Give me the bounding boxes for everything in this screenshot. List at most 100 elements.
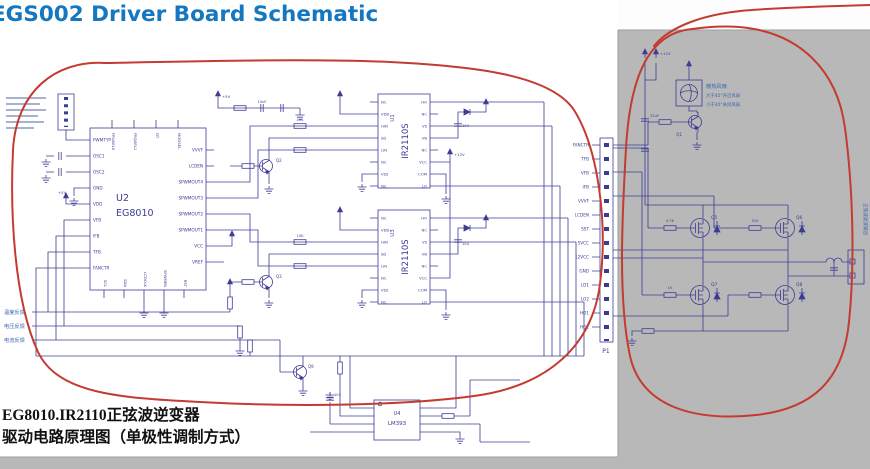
part-value: 510: [752, 219, 760, 223]
chips.eg8010.top_pins-2: DT: [155, 133, 160, 139]
chips.ir2110_a.left_pins-7: NC: [381, 184, 387, 189]
chips.ir2110_b.right_pins-4: NC: [422, 264, 428, 269]
chips.eg8010.top_pins-3: MODSEL: [177, 133, 182, 150]
chips.eg8010.bottom_pins-2: LCDCLK: [143, 272, 148, 287]
feedback_labels-1: 电压反馈: [4, 322, 25, 330]
chips.ir2110_a.left_pins-0: NC: [381, 100, 387, 105]
eg8010-right-pin-labels: VVVFLCDENSPWMOUT4SPWMOUT3SPWMOUT2SPWMOUT…: [178, 148, 203, 265]
transistor-ref: Q9: [308, 364, 314, 369]
chips.ir2110_b.left_pins-5: NC: [381, 276, 387, 281]
chips.eg8010.left_pins-4: VDD: [93, 202, 102, 207]
chips.ir2110_b.left_pins-7: NC: [381, 300, 387, 305]
chips.eg8010.left_pins-6: IFB: [93, 234, 100, 239]
chips.ir2110_b.right_pins-1: NC: [422, 228, 428, 233]
chips.ir2110_b.left_pins-6: VSS: [381, 288, 389, 293]
chips.ir2110_a.right_pins-2: VS: [422, 124, 428, 129]
left-area-wires: [32, 100, 301, 356]
mosfet-ref: Q5: [711, 215, 718, 221]
chips.eg8010.left_pins-2: OSC2: [93, 170, 105, 175]
chips.ir2110_a.right_pins-1: NC: [422, 112, 428, 117]
chips.eg8010.right_pins-0: VVVF: [192, 148, 204, 153]
ir2110-b-part: IR2110S: [401, 239, 411, 274]
chips.ir2110_b.right_pins-7: LO: [422, 300, 427, 305]
connector_p1.pins-7: 5VCC: [578, 241, 589, 246]
part-value: 4.7K: [666, 219, 675, 223]
red-annotations: [11, 4, 870, 418]
connector_p1.pins-13: HO2: [580, 325, 589, 330]
eg8010-chip-body: [89, 127, 207, 291]
connector_p1.pins-1: TFB: [580, 157, 589, 162]
ir2110-a-part: IR2110S: [401, 123, 411, 158]
connector-p1-body: [599, 137, 614, 343]
power-label-5v: +5V: [222, 94, 231, 99]
chips.eg8010.bottom_pins-1: SDA: [123, 279, 128, 287]
chips.ir2110_a.left_pins-5: NC: [381, 160, 387, 165]
connector_p1.pins-0: FANCTR: [573, 143, 590, 148]
chips.eg8010.top_pins-0: FRQSEL0: [111, 133, 116, 151]
mosfet-ref: Q7: [711, 282, 718, 288]
fan-note-1: 散热风扇: [706, 82, 727, 90]
connector_p1.pins-8: 12VCC: [575, 255, 589, 260]
chips.ir2110_b.left_pins-3: SD: [381, 252, 386, 257]
chips.eg8010.right_pins-5: SPWMOUT1: [178, 228, 203, 233]
chips.ir2110_b.left_pins-2: HIN: [381, 240, 388, 245]
feedback_labels-2: 电流反馈: [4, 336, 25, 344]
chips.eg8010.bottom_pins-4: RST: [183, 280, 188, 288]
settings-note-lines: [6, 97, 46, 129]
chips.eg8010.right_pins-4: SPWMOUT2: [178, 212, 203, 217]
connector-p1-pin-labels: FANCTRTFBVFBIFBVVVFLCDENSST5VCC12VCCGNDL…: [573, 143, 590, 330]
connector_p1.pins-9: GND: [579, 269, 589, 274]
part-value: 103: [334, 393, 341, 397]
chips.ir2110_a.left_pins-4: LIN: [381, 148, 387, 153]
chips.ir2110_a.right_pins-6: COM: [418, 172, 427, 177]
part-value: 104: [462, 124, 470, 128]
power-label-12v: +12V: [660, 51, 671, 56]
chips.ir2110_b.right_pins-2: VS: [422, 240, 428, 245]
chips.ir2110_b.right_pins-5: VCC: [419, 276, 427, 281]
chips.eg8010.left_pins-3: GND: [93, 186, 103, 191]
transistor-ref: Q1: [676, 132, 682, 137]
transistor-ref: Q2: [276, 158, 282, 163]
part-value: 1K: [668, 286, 673, 290]
lm393-body: [373, 399, 421, 441]
part-value: 10K: [297, 234, 305, 238]
connector_p1.pins-4: VVVF: [578, 199, 590, 204]
chips.eg8010.bottom_pins-3: SPWMEN: [163, 270, 168, 287]
chips.ir2110_b.left_pins-1: VDD: [381, 228, 390, 233]
right-board-wires: [613, 60, 850, 336]
paper-top-strip: [618, 0, 870, 30]
red-loop-right: [621, 25, 854, 418]
connector_p1.pins-2: VFB: [581, 171, 589, 176]
chips.eg8010.top_pins-1: FRQSEL1: [133, 133, 138, 151]
connector_p1.pins-5: LCDEN: [575, 213, 589, 218]
chips.eg8010.right_pins-7: VREF: [192, 260, 203, 265]
connector_p1.pins-11: LO2: [581, 297, 589, 302]
eg8010-top-pin-labels: FRQSEL0 FRQSEL1 DT MODSEL: [111, 133, 182, 151]
lm393-part: LM393: [388, 421, 407, 427]
transistor-ref: Q3: [276, 274, 282, 279]
lm393-ref: U4: [394, 411, 401, 417]
chips.eg8010.left_pins-1: OSC1: [93, 154, 105, 159]
footer-line-2: 驱动电路原理图（单极性调制方式）: [2, 427, 250, 446]
part-value: 22uF: [650, 114, 659, 118]
chips.eg8010.right_pins-2: SPWMOUT4: [178, 180, 203, 185]
chips.ir2110_b.right_pins-0: HO: [421, 216, 427, 221]
paper-sheet: [0, 0, 618, 457]
output-label: 正弦波滤波输出: [862, 203, 869, 236]
eg8010-part: EG8010: [116, 208, 154, 219]
chips.eg8010.left_pins-5: VFB: [93, 218, 101, 223]
chips.eg8010.right_pins-3: SPWMOUT3: [178, 196, 203, 201]
chips.eg8010.left_pins-7: TFB: [92, 250, 101, 255]
red-loop-left: [11, 59, 604, 406]
power-label-12v: +12V: [454, 152, 465, 157]
chips.ir2110_a.right_pins-3: VB: [422, 136, 428, 141]
ir2110-a-ref: U1: [390, 114, 396, 122]
